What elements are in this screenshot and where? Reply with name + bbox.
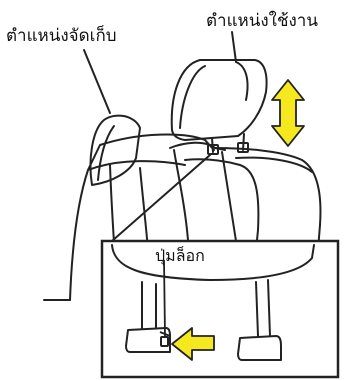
callout-right-line: [221, 151, 237, 242]
storage-label-leader: [83, 49, 111, 114]
raised-headrest: [170, 59, 268, 141]
double-vertical-arrow-icon: [271, 79, 305, 147]
lock-button-label: ปุ่มล็อก: [155, 246, 205, 265]
use-position-label: ตำแหน่งใช้งาน: [206, 11, 318, 31]
lock-button-knob: [160, 336, 169, 347]
right-arrow-icon: [171, 327, 215, 361]
storage-position-label: ตำแหน่งจัดเก็บ: [6, 26, 117, 46]
headrest-stays: [207, 133, 249, 155]
callout-left-line: [111, 154, 211, 242]
lock-label-leader: [163, 259, 166, 337]
stowed-headrest: [89, 114, 141, 186]
front-seatback: [169, 141, 322, 251]
use-label-leader: [231, 31, 237, 63]
detail-inset: [100, 239, 340, 379]
